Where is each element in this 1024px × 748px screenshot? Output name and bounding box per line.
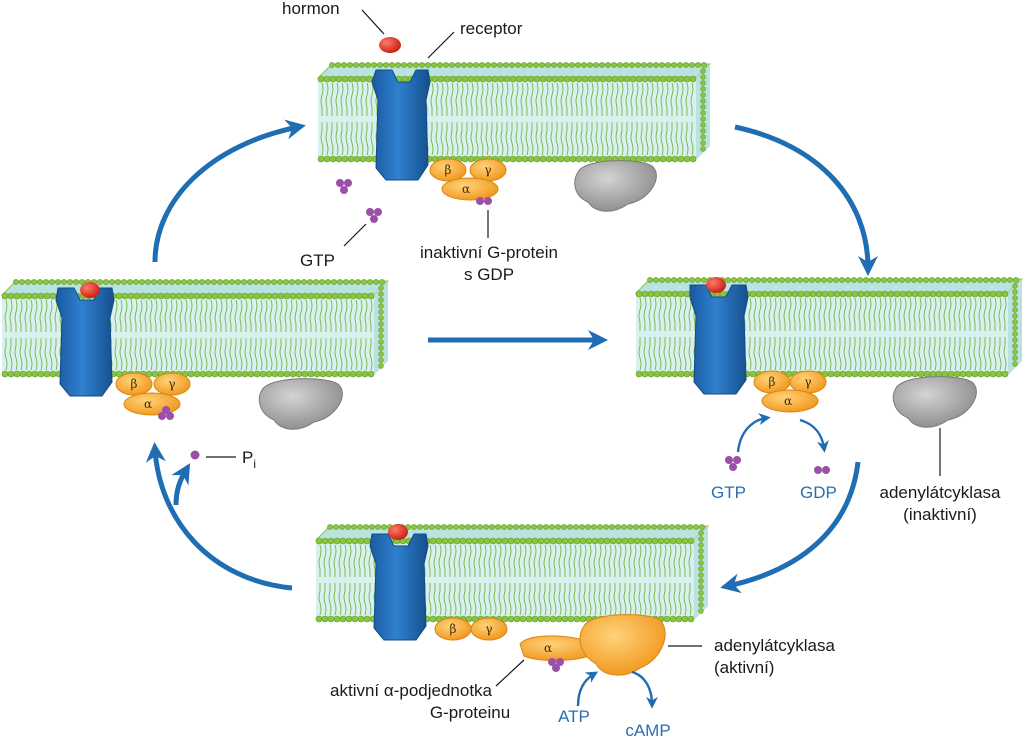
beta-label-top: β	[445, 163, 452, 177]
label-gtp-right: GTP	[711, 483, 746, 502]
gdp-molecule-top	[476, 197, 492, 205]
gamma-label-top: γ	[484, 163, 491, 177]
g-protein-right: β γ α	[753, 370, 827, 413]
hormone-bound-bottom	[388, 524, 408, 540]
gtp-bound-bottom	[548, 658, 564, 672]
label-pi-main: P	[242, 448, 253, 467]
label-gtp-top: GTP	[300, 251, 335, 270]
receptor-left	[55, 287, 115, 397]
label-alpha-subunit-line1: aktivní α-podjednotka	[330, 681, 493, 700]
cycle-arrow-right-to-bottom	[720, 461, 861, 594]
hormone-bound-left	[80, 282, 100, 298]
adenylate-cyclase-left	[258, 378, 343, 430]
gamma-label-left: γ	[168, 377, 175, 391]
label-receptor: receptor	[460, 19, 523, 38]
adenylate-cyclase-top	[574, 160, 657, 212]
gtp-bound-left	[158, 406, 174, 420]
gtp-in-arrow	[736, 413, 771, 453]
label-adenylate-active-line1: adenylátcyklasa	[714, 636, 836, 655]
label-adenylate-inactive-line2: (inaktivní)	[903, 505, 977, 524]
atp-in-arrow	[576, 671, 599, 707]
alpha-label-left: α	[144, 397, 152, 411]
cycle-arrow-left-to-top	[152, 119, 306, 263]
label-gdp-right: GDP	[800, 483, 837, 502]
label-atp: ATP	[558, 707, 590, 726]
label-adenylate-active-line2: (aktivní)	[714, 658, 774, 677]
gdp-out-arrow	[799, 418, 829, 453]
cycle-arrow-bottom-to-left	[145, 442, 293, 591]
alpha-label-right: α	[784, 394, 792, 408]
label-pi: Pi	[242, 448, 256, 471]
adenylate-cyclase-active	[579, 614, 666, 676]
label-alpha-subunit-line2: G-proteinu	[430, 703, 510, 722]
beta-gamma-dimer-bottom: β γ	[434, 617, 508, 641]
g-protein-left: β γ α	[115, 372, 191, 416]
gtp-molecule-top-b	[366, 208, 382, 223]
adenylate-cyclase-right	[892, 376, 977, 428]
gtp-molecule-right	[725, 456, 741, 471]
receptor-bottom	[369, 533, 429, 641]
gdp-molecule-right	[814, 466, 830, 474]
gamma-label-bottom: γ	[485, 622, 492, 636]
alpha-label-bottom: α	[544, 641, 552, 655]
gtp-molecule-top-a	[336, 179, 352, 194]
g-protein-inactive-top: β γ α	[429, 158, 507, 201]
label-camp: cAMP	[625, 721, 670, 740]
leader-hormon	[361, 9, 385, 35]
label-adenylate-inactive-line1: adenylátcyklasa	[880, 483, 1002, 502]
receptor-top	[371, 69, 431, 181]
beta-label-right: β	[769, 375, 776, 389]
alpha-label-top: α	[462, 182, 470, 196]
label-inactive-gprotein-line1: inaktivní G-protein	[420, 243, 558, 262]
hormone-free	[379, 37, 401, 53]
beta-label-bottom: β	[450, 622, 457, 636]
hormone-bound-right	[706, 277, 726, 293]
receptor-right	[689, 284, 749, 395]
phosphate-molecule	[190, 450, 200, 460]
leader-alpha-subunit	[495, 659, 525, 687]
cycle-arrow-top-to-right	[734, 124, 878, 276]
gamma-label-right: γ	[804, 375, 811, 389]
label-pi-sub: i	[253, 457, 256, 471]
camp-out-arrow	[631, 670, 658, 709]
label-hormon: hormon	[282, 0, 340, 18]
pi-release-arrow	[171, 463, 191, 506]
beta-label-left: β	[131, 377, 138, 391]
leader-receptor	[427, 31, 455, 59]
label-inactive-gprotein-line2: s GDP	[464, 265, 514, 284]
leader-gtp-top	[343, 223, 367, 247]
